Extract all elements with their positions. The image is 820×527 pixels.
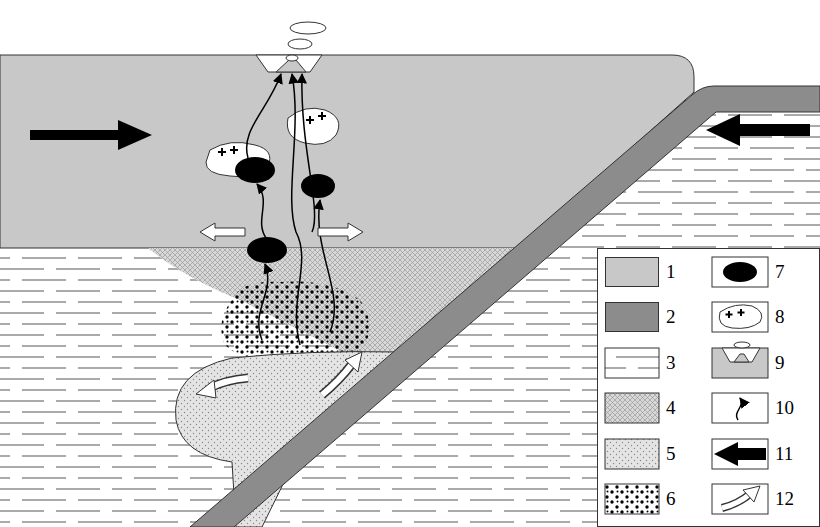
legend-sample: [605, 393, 659, 423]
extension-arrow: [318, 223, 363, 241]
legend-sample: [734, 354, 749, 362]
flow-arrow: [322, 352, 362, 395]
legend-number: 6: [666, 488, 676, 510]
legend-sample: [723, 262, 757, 282]
legend-number: 11: [775, 443, 793, 465]
legend-number: 12: [775, 488, 794, 510]
magma-chamber: [247, 237, 287, 263]
legend-sample: [736, 398, 741, 420]
ash-cloud: [286, 55, 298, 61]
legend-sample: [605, 348, 659, 378]
legend-sample: [722, 494, 750, 508]
legend-sample: [722, 348, 760, 362]
legend-sample: [712, 439, 768, 469]
ash-cloud: [288, 39, 312, 49]
legend-number: 1: [666, 261, 676, 283]
flow-arrow: [196, 378, 248, 398]
extension-arrow: [200, 223, 245, 241]
legend-sample: [722, 494, 750, 508]
melt-path-arrows: [247, 74, 335, 345]
ash-cloud: [290, 22, 326, 34]
legend-number: 4: [666, 397, 676, 419]
legend-number: 7: [775, 261, 785, 283]
volcano-cone: [276, 60, 306, 72]
legend-number: 9: [775, 352, 785, 374]
granite-crosses: [218, 112, 326, 156]
legend-sample: [605, 484, 659, 514]
legend-sample: [714, 442, 766, 466]
legend-frame: [598, 249, 820, 527]
legend-sample: [712, 302, 768, 332]
legend-swatch: [605, 257, 659, 287]
magma-chamber: [235, 157, 275, 183]
subducting-slab: [190, 86, 820, 527]
legend-sample: [712, 348, 768, 378]
volcano-crater: [256, 55, 322, 72]
legend-sample: [712, 393, 768, 423]
magma-chamber: [301, 174, 335, 198]
plate-motion-arrow: [30, 120, 152, 150]
legend-number: 10: [775, 397, 794, 419]
legend-number: 8: [775, 306, 785, 328]
plate-motion-arrow: [706, 114, 810, 146]
legend-sample: [712, 484, 768, 514]
legend-number: 3: [666, 352, 676, 374]
legend-sample: [734, 342, 750, 348]
legend-number: 5: [666, 443, 676, 465]
legend-number: 2: [666, 306, 676, 328]
legend-swatch: [605, 302, 659, 332]
legend-sample: [712, 257, 768, 287]
legend-sample: [726, 309, 745, 318]
legend-sample: [605, 439, 659, 469]
legend-sample: [743, 486, 760, 502]
legend-sample: [719, 305, 762, 329]
